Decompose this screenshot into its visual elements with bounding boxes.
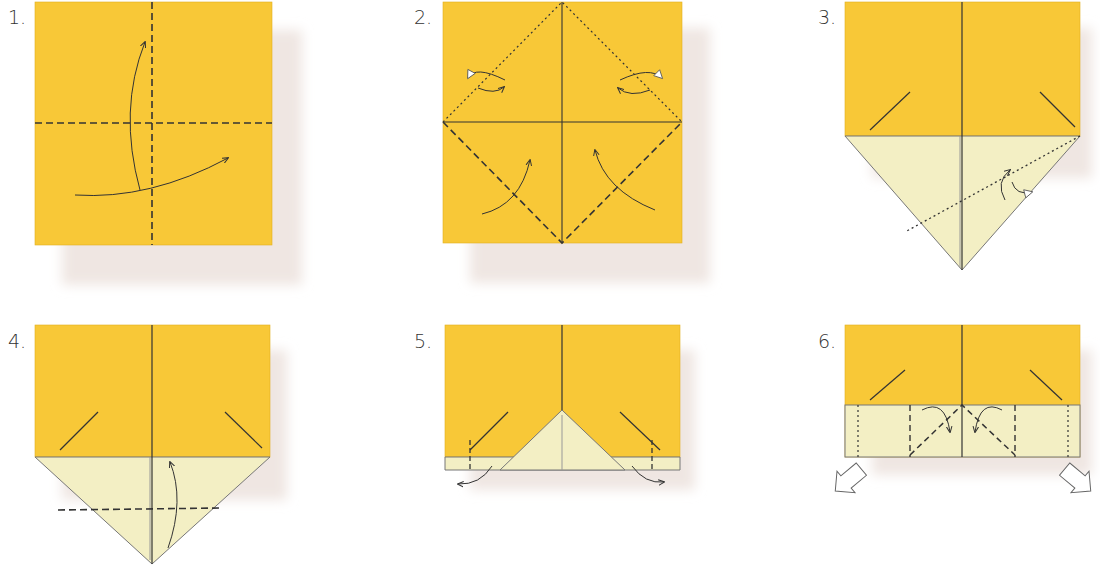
step-4-figure [35,325,270,564]
step-number: 3. [818,6,836,28]
step-number: 4. [8,330,26,352]
step-1-figure [35,2,272,245]
step-2-figure [443,2,682,243]
step-number: 5. [414,330,432,352]
step-3-figure [845,2,1080,270]
step-number: 6. [818,330,836,352]
step-6-figure [826,325,1099,502]
step-number: 2. [414,6,432,28]
step-number: 1. [8,6,26,28]
step-5-figure [445,325,680,484]
